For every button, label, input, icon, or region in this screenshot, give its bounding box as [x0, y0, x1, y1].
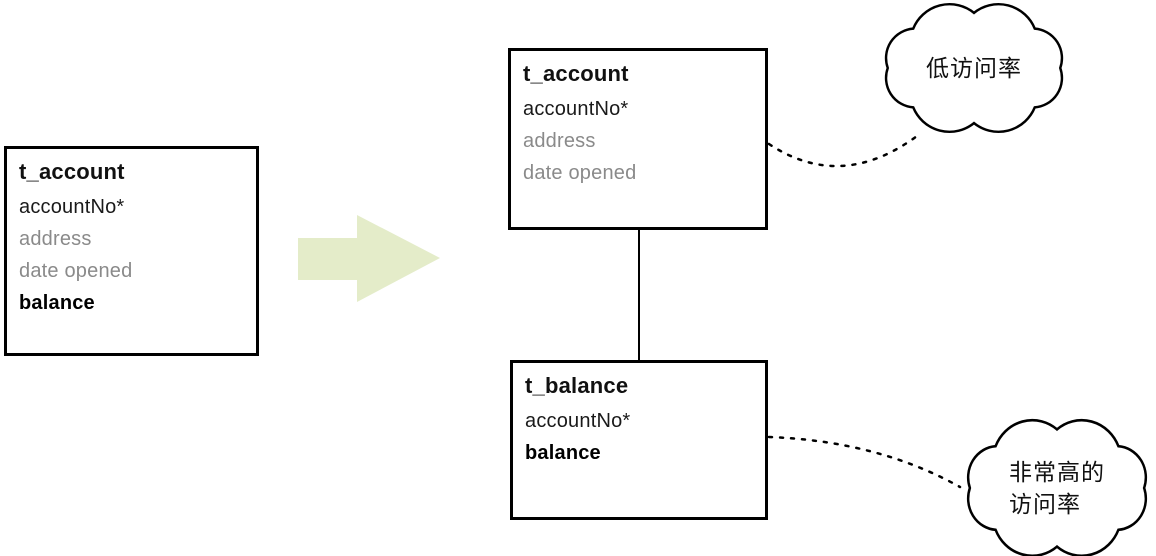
- table-box-split-top: t_account accountNo* address date opened: [508, 48, 768, 230]
- cloud-label-bottom-line2: 访问率: [1009, 491, 1081, 517]
- table-field-balance: balance: [19, 292, 95, 314]
- table-connector-line: [638, 230, 640, 360]
- table-title-split-top: t_account: [523, 61, 629, 86]
- cloud-shape: [884, 2, 1064, 134]
- table-box-source: t_account accountNo* address date opened…: [4, 146, 259, 356]
- cloud-icon-bottom: [966, 418, 1148, 556]
- transform-arrow-icon: [298, 215, 440, 302]
- dotted-link-top: [767, 131, 923, 168]
- cloud-icon-top: [884, 2, 1064, 134]
- table-field-address: address: [19, 228, 92, 250]
- cloud-annotation-top: 低访问率: [876, 4, 1072, 132]
- cloud-label-top: 低访问率: [926, 55, 1022, 81]
- arrow-shape: [298, 215, 440, 302]
- cloud-annotation-bottom: 非常高的 访问率: [958, 420, 1156, 556]
- table-box-split-bottom: t_balance accountNo* balance: [510, 360, 768, 520]
- table-field-date-opened: date opened: [19, 260, 133, 282]
- table-title-source: t_account: [19, 159, 125, 184]
- cloud-label-bottom: 非常高的 访问率: [1009, 456, 1105, 520]
- dotted-link-bottom: [767, 435, 962, 489]
- table-field-date-opened: date opened: [523, 162, 637, 184]
- cloud-label-bottom-line1: 非常高的: [1009, 459, 1105, 485]
- cloud-shape: [966, 418, 1148, 556]
- table-field-address: address: [523, 130, 596, 152]
- table-title-split-bottom: t_balance: [525, 373, 629, 398]
- table-field-accountno: accountNo*: [525, 410, 631, 432]
- table-field-balance: balance: [525, 442, 601, 464]
- table-field-accountno: accountNo*: [523, 98, 629, 120]
- table-field-accountno: accountNo*: [19, 196, 125, 218]
